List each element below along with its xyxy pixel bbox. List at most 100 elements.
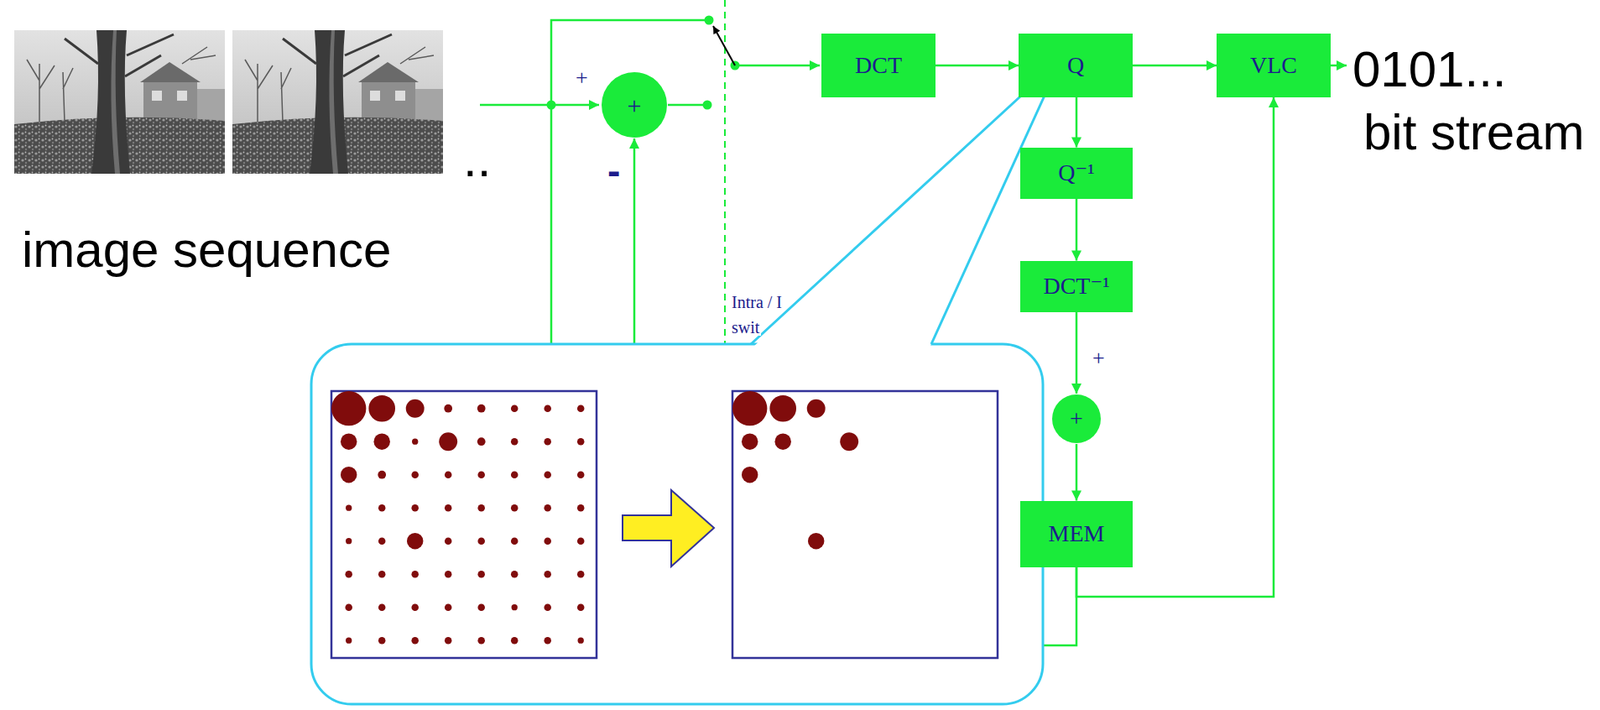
dashed-divider: [724, 0, 726, 344]
coefficient-dot: [477, 504, 485, 512]
coefficient-dot: [510, 636, 519, 645]
coefficient-dot: [345, 637, 352, 644]
summing-junction: +: [600, 71, 668, 139]
coefficient-dot: [444, 636, 453, 645]
coefficient-dot: [406, 399, 425, 418]
coefficient-dot: [477, 636, 485, 645]
coefficient-dot: [344, 570, 353, 579]
node-label: VLC: [1250, 52, 1298, 79]
coefficient-dot: [577, 470, 585, 479]
coefficient-dot: [477, 437, 486, 446]
coefficient-dot: [510, 437, 519, 446]
coefficient-dot: [378, 536, 386, 545]
quantizer-block: Q: [1018, 33, 1133, 98]
callout-bubble: [311, 343, 1043, 704]
coefficient-dot: [444, 536, 453, 545]
connector: [1075, 312, 1079, 395]
coefficient-dot: [477, 470, 485, 479]
summing-junction: +: [1051, 393, 1102, 444]
coefficient-dot: [578, 637, 584, 644]
coefficient-dot: [443, 404, 453, 413]
coefficient-dot: [477, 404, 486, 413]
coefficient-dot: [741, 432, 758, 449]
vlc-block: VLC: [1216, 33, 1331, 98]
quantized-matrix: [732, 390, 998, 658]
coefficient-dot: [444, 570, 453, 579]
output-caption: bit stream: [1361, 107, 1586, 158]
input-caption: image sequence: [20, 224, 393, 276]
node-label: +: [627, 91, 642, 120]
connector: [1075, 198, 1079, 261]
connector: [935, 64, 1019, 68]
coefficient-dot: [510, 504, 519, 512]
coefficient-dot: [543, 536, 552, 545]
video-frame: [232, 30, 443, 174]
input-wire: [479, 104, 600, 107]
connector: [1075, 97, 1079, 148]
coefficient-dot: [411, 636, 419, 645]
coefficient-dot: [378, 570, 386, 579]
coefficient-dot: [411, 470, 419, 479]
memory-block: MEM: [1020, 500, 1133, 568]
coefficient-dot: [577, 536, 585, 545]
coefficient-dot: [411, 603, 419, 611]
output-wire: [1330, 64, 1347, 68]
residual-wire: [667, 104, 708, 107]
coefficient-dot: [577, 570, 585, 579]
switch-lever: [713, 26, 735, 66]
coefficient-dot: [511, 604, 518, 610]
junction-circle-fill: [1052, 394, 1101, 443]
coefficient-dot: [378, 636, 386, 645]
coefficient-dot: [577, 404, 585, 412]
callout-pointer: [750, 58, 1062, 344]
coefficient-dot: [543, 404, 552, 412]
coefficient-dot: [344, 603, 353, 611]
coefficient-dot: [444, 504, 453, 512]
sign-label: -: [605, 151, 622, 190]
coefficient-dot: [577, 437, 585, 446]
coefficient-dot: [477, 536, 485, 545]
coefficient-dot: [807, 399, 826, 418]
coefficient-dot: [477, 603, 485, 611]
coefficient-dot: [411, 504, 419, 512]
switch-label: swit: [729, 318, 761, 336]
coefficient-dot: [732, 390, 767, 426]
coefficient-dot: [741, 466, 758, 483]
coefficient-dot: [377, 470, 386, 480]
coefficient-dot: [477, 570, 485, 579]
sign-label: +: [1090, 347, 1107, 370]
coefficient-dot: [510, 536, 519, 545]
inverse-dct-block: DCT⁻¹: [1020, 260, 1133, 313]
coefficient-dot: [438, 432, 458, 451]
switch-output-wire: [734, 64, 820, 68]
node-label: MEM: [1048, 521, 1105, 548]
coefficient-dot: [444, 470, 453, 479]
coefficient-dot: [577, 603, 585, 611]
transform-arrow: [622, 489, 715, 567]
coefficient-dot: [331, 390, 366, 426]
video-frame: [14, 30, 225, 174]
node-label: Q⁻¹: [1057, 160, 1095, 187]
junction-circle-fill: [601, 72, 668, 138]
coefficient-matrix: [331, 390, 597, 658]
coefficient-dot: [577, 504, 585, 512]
coefficient-dot: [769, 395, 797, 423]
coefficient-dot: [444, 603, 453, 611]
switch-label: Intra / I: [729, 293, 784, 311]
coefficient-dot: [378, 603, 386, 611]
bitstream-sample: 0101...: [1350, 44, 1509, 95]
coefficient-dot: [406, 532, 423, 549]
coefficient-dot: [411, 570, 419, 579]
coefficient-dot: [340, 432, 357, 449]
coefficient-dot: [543, 437, 552, 446]
switch-contact: [704, 15, 715, 26]
coefficient-dot: [510, 404, 519, 412]
sign-label: +: [573, 67, 590, 89]
switch-contact: [703, 100, 713, 110]
dct-block: DCT: [821, 33, 936, 98]
coefficient-dot: [345, 537, 352, 544]
junction-dot: [547, 100, 557, 110]
node-label: DCT⁻¹: [1042, 273, 1110, 300]
node-label: Q: [1067, 52, 1085, 79]
